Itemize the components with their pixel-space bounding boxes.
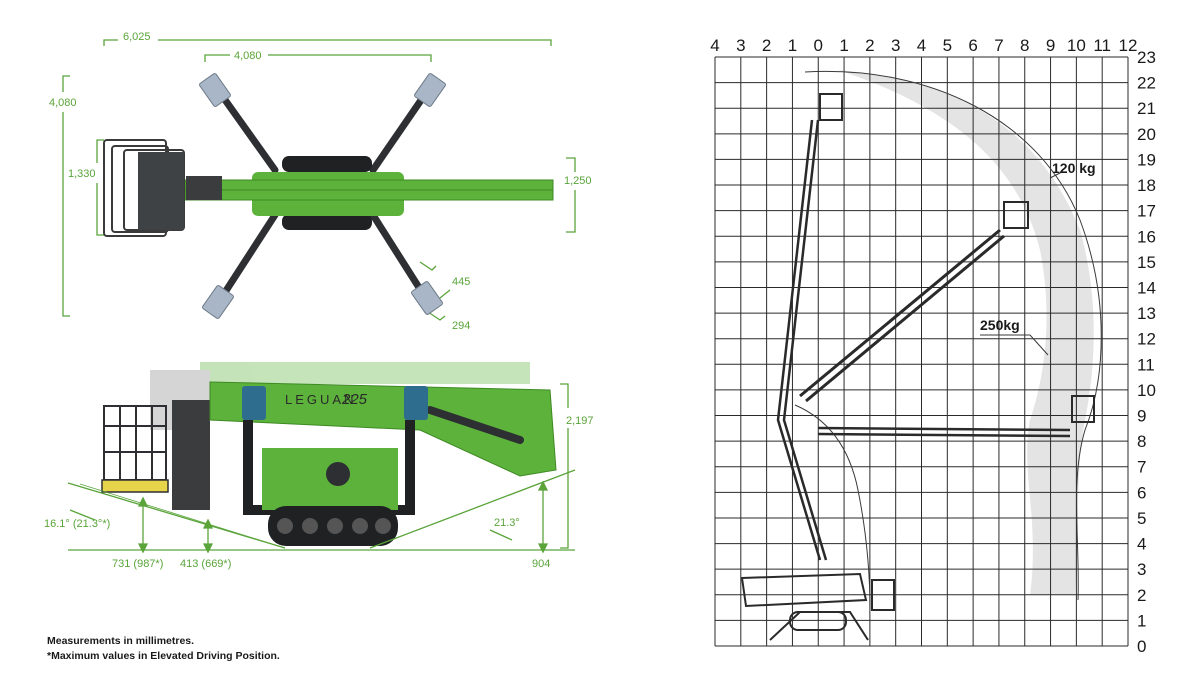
model-label: 225: [341, 391, 368, 408]
boom-diagonal: [799, 228, 1005, 403]
y-tick-label: 1: [1137, 611, 1146, 630]
x-tick-label: 2: [865, 36, 874, 55]
x-tick-label: 2: [762, 36, 771, 55]
boom-horizontal: [817, 426, 1071, 438]
clearance-arrows: [137, 480, 549, 554]
dim-outrigger-span-label: 4,080: [234, 50, 262, 62]
y-tick-label: 19: [1137, 150, 1156, 169]
track-bottom: [282, 214, 372, 230]
y-tick-label: 21: [1137, 99, 1156, 118]
y-tick-label: 23: [1137, 48, 1156, 67]
y-tick-label: 8: [1137, 432, 1146, 451]
top-view: 6,025 4,080 4,080 1,330 1,250 445 294: [49, 31, 592, 332]
tower-post-right: [404, 386, 428, 420]
stowed-machine: [740, 572, 869, 641]
x-tick-label: 0: [814, 36, 823, 55]
mid-clearance-label: 413 (669*): [180, 558, 231, 570]
y-tick-label: 13: [1137, 304, 1156, 323]
x-tick-label: 11: [1093, 36, 1111, 55]
outrigger-pads: [199, 73, 446, 319]
dim-overall-length: [103, 39, 552, 46]
dim-height: [560, 383, 569, 549]
y-tick-label: 12: [1137, 330, 1156, 349]
x-tick-label: 3: [891, 36, 900, 55]
outrigger-arms: [214, 86, 432, 304]
reach-envelope: [838, 70, 1094, 595]
dim-chassis-width: [566, 157, 576, 233]
y-tick-label: 5: [1137, 509, 1146, 528]
boom-vertical: [776, 119, 828, 561]
y-tick-label: 16: [1137, 227, 1156, 246]
y-tick-label: 0: [1137, 637, 1146, 656]
y-tick-label: 2: [1137, 586, 1146, 605]
jib: [172, 400, 210, 510]
y-tick-label: 18: [1137, 176, 1156, 195]
note-units: Measurements in millimetres.: [47, 635, 195, 647]
brand-label: LEGUAN: [285, 392, 356, 407]
y-tick-label: 15: [1137, 253, 1156, 272]
y-tick-label: 4: [1137, 535, 1146, 554]
basket-side: [103, 405, 167, 481]
y-tick-label: 3: [1137, 560, 1146, 579]
boom-head: [186, 176, 222, 200]
y-tick-label: 20: [1137, 125, 1156, 144]
x-tick-label: 12: [1119, 36, 1138, 55]
main-boom: [209, 381, 557, 477]
dim-chassis-width-label: 1,250: [564, 175, 592, 187]
note-elevated: *Maximum values in Elevated Driving Posi…: [47, 650, 280, 662]
x-tick-label: 4: [917, 36, 926, 55]
dim-pad-width-label: 294: [452, 320, 470, 332]
envelope-inner: [794, 404, 871, 611]
envelope-120kg: [804, 70, 1102, 601]
dim-height-label: 2,197: [566, 415, 594, 427]
x-tick-label: 8: [1020, 36, 1029, 55]
y-tick-label: 7: [1137, 458, 1146, 477]
dim-platform-width: [96, 139, 104, 236]
track-rollers: [277, 518, 391, 534]
front-angle-label: 16.1° (21.3°*): [44, 518, 110, 530]
x-tick-label: 1: [788, 36, 797, 55]
tower-post-left: [242, 386, 266, 420]
front-clearance-label: 731 (987*): [112, 558, 163, 570]
x-tick-label: 10: [1067, 36, 1086, 55]
basket-step: [101, 479, 169, 493]
basket-floor: [138, 152, 184, 230]
y-tick-label: 14: [1137, 278, 1156, 297]
y-tick-label: 6: [1137, 483, 1146, 502]
dim-pad-size: [419, 261, 451, 321]
y-tick-label: 10: [1137, 381, 1156, 400]
track-top: [282, 156, 372, 172]
y-tick-label: 17: [1137, 202, 1156, 221]
y-tick-label: 22: [1137, 74, 1156, 93]
dim-outrigger-span: [204, 54, 432, 62]
dim-overall-length-label: 6,025: [123, 31, 151, 43]
x-tick-label: 3: [736, 36, 745, 55]
dim-platform-width-label: 1,330: [68, 168, 96, 180]
load-label-250kg: 250kg: [980, 317, 1020, 333]
dim-outrigger-width: [62, 75, 70, 317]
baskets: [819, 93, 1095, 611]
angle-lines: [67, 469, 576, 549]
x-tick-label: 9: [1046, 36, 1055, 55]
x-tick-label: 7: [994, 36, 1003, 55]
side-view: LEGUAN 225 16.1° (21.3°*) 21.3° 2,197: [44, 362, 594, 570]
rear-angle-label: 21.3°: [494, 517, 520, 529]
x-tick-label: 5: [943, 36, 952, 55]
x-tick-label: 6: [968, 36, 977, 55]
y-tick-label: 9: [1137, 407, 1146, 426]
rear-clearance-label: 904: [532, 558, 550, 570]
y-tick-label: 11: [1137, 355, 1155, 374]
load-label-120kg: 120 kg: [1052, 160, 1096, 176]
dim-outrigger-width-label: 4,080: [49, 97, 77, 109]
dim-pad-length-label: 445: [452, 276, 470, 288]
x-tick-label: 4: [710, 36, 719, 55]
x-tick-label: 1: [839, 36, 848, 55]
